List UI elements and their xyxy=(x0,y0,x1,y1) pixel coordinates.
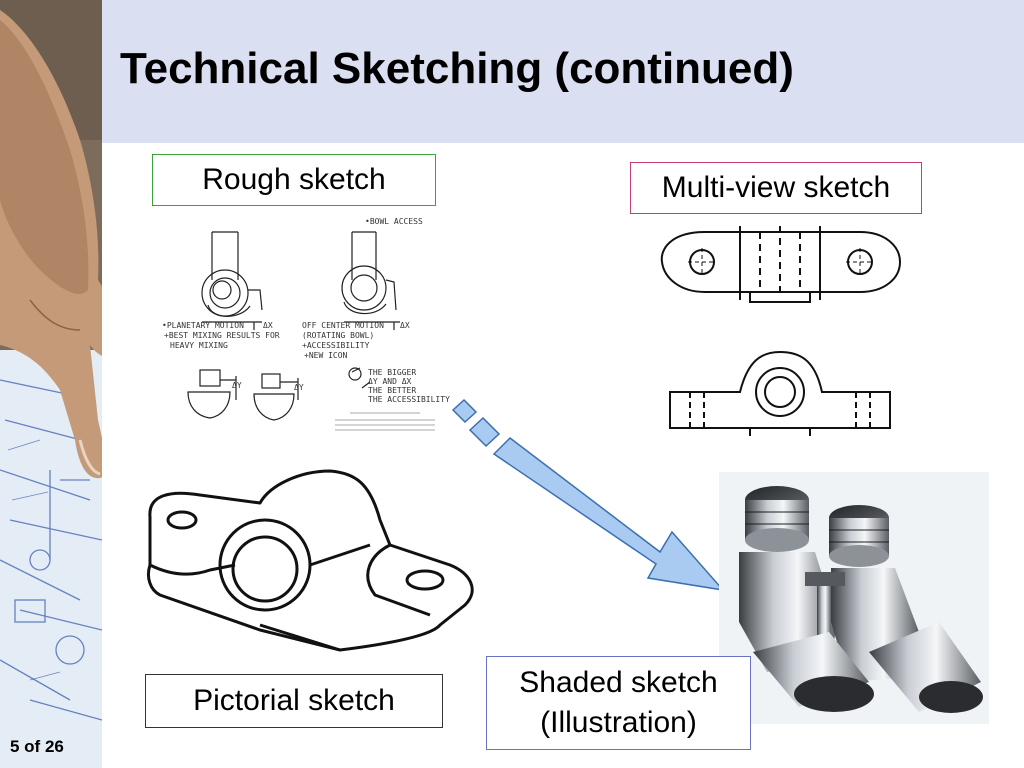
pictorial-sketch-label: Pictorial sketch xyxy=(145,674,443,728)
arrow-segment-1 xyxy=(451,398,478,424)
note-right-3: +ACCESSIBILITY xyxy=(302,341,370,350)
delta-y-right: ΔY xyxy=(294,383,304,392)
arrow-graphic xyxy=(451,398,725,592)
note-left-3: HEAVY MIXING xyxy=(170,341,228,350)
fine-print xyxy=(335,412,435,431)
rough-sketch-label: Rough sketch xyxy=(152,154,436,206)
note-right-1: OFF CENTER MOTION xyxy=(302,321,384,330)
multi-view-sketch-label: Multi-view sketch xyxy=(630,162,922,214)
rough-sketch-drawing: •BOWL ACCESS •PLANETARY MOTION +BEST MIX… xyxy=(162,217,450,431)
pictorial-sketch-drawing xyxy=(146,469,474,652)
shaded-sketch-label: Shaded sketch (Illustration) xyxy=(486,656,751,750)
note-bigger-2: ΔY AND ΔX xyxy=(368,377,412,386)
delta-x-left: ΔX xyxy=(263,321,273,330)
note-bowl-access: •BOWL ACCESS xyxy=(365,217,423,226)
note-left-1: •PLANETARY MOTION xyxy=(162,321,244,330)
multi-view-drawing xyxy=(660,226,902,436)
arrow-main xyxy=(492,437,725,592)
hand-blueprint-photo xyxy=(0,0,102,768)
shaded-sketch-label-line1: Shaded sketch xyxy=(519,666,718,699)
title-band xyxy=(102,0,1024,143)
note-bigger-3: THE BETTER xyxy=(368,386,416,395)
arrow-segment-2 xyxy=(468,416,501,448)
hand-photo-graphic xyxy=(0,0,102,768)
note-right-2: (ROTATING BOWL) xyxy=(302,331,374,340)
binoculars-graphic xyxy=(719,472,989,724)
note-bigger-4: THE ACCESSIBILITY xyxy=(368,395,450,404)
note-left-2: +BEST MIXING RESULTS FOR xyxy=(164,331,280,340)
shaded-sketch-label-line2: (Illustration) xyxy=(540,706,697,739)
delta-x-right: ΔX xyxy=(400,321,410,330)
delta-y-left: ΔY xyxy=(232,381,242,390)
page-number: 5 of 26 xyxy=(10,737,64,756)
binoculars-illustration xyxy=(719,472,989,724)
note-bigger-1: THE BIGGER xyxy=(368,368,416,377)
slide-title: Technical Sketching (continued) xyxy=(120,44,794,93)
note-right-4: +NEW ICON xyxy=(304,351,348,360)
